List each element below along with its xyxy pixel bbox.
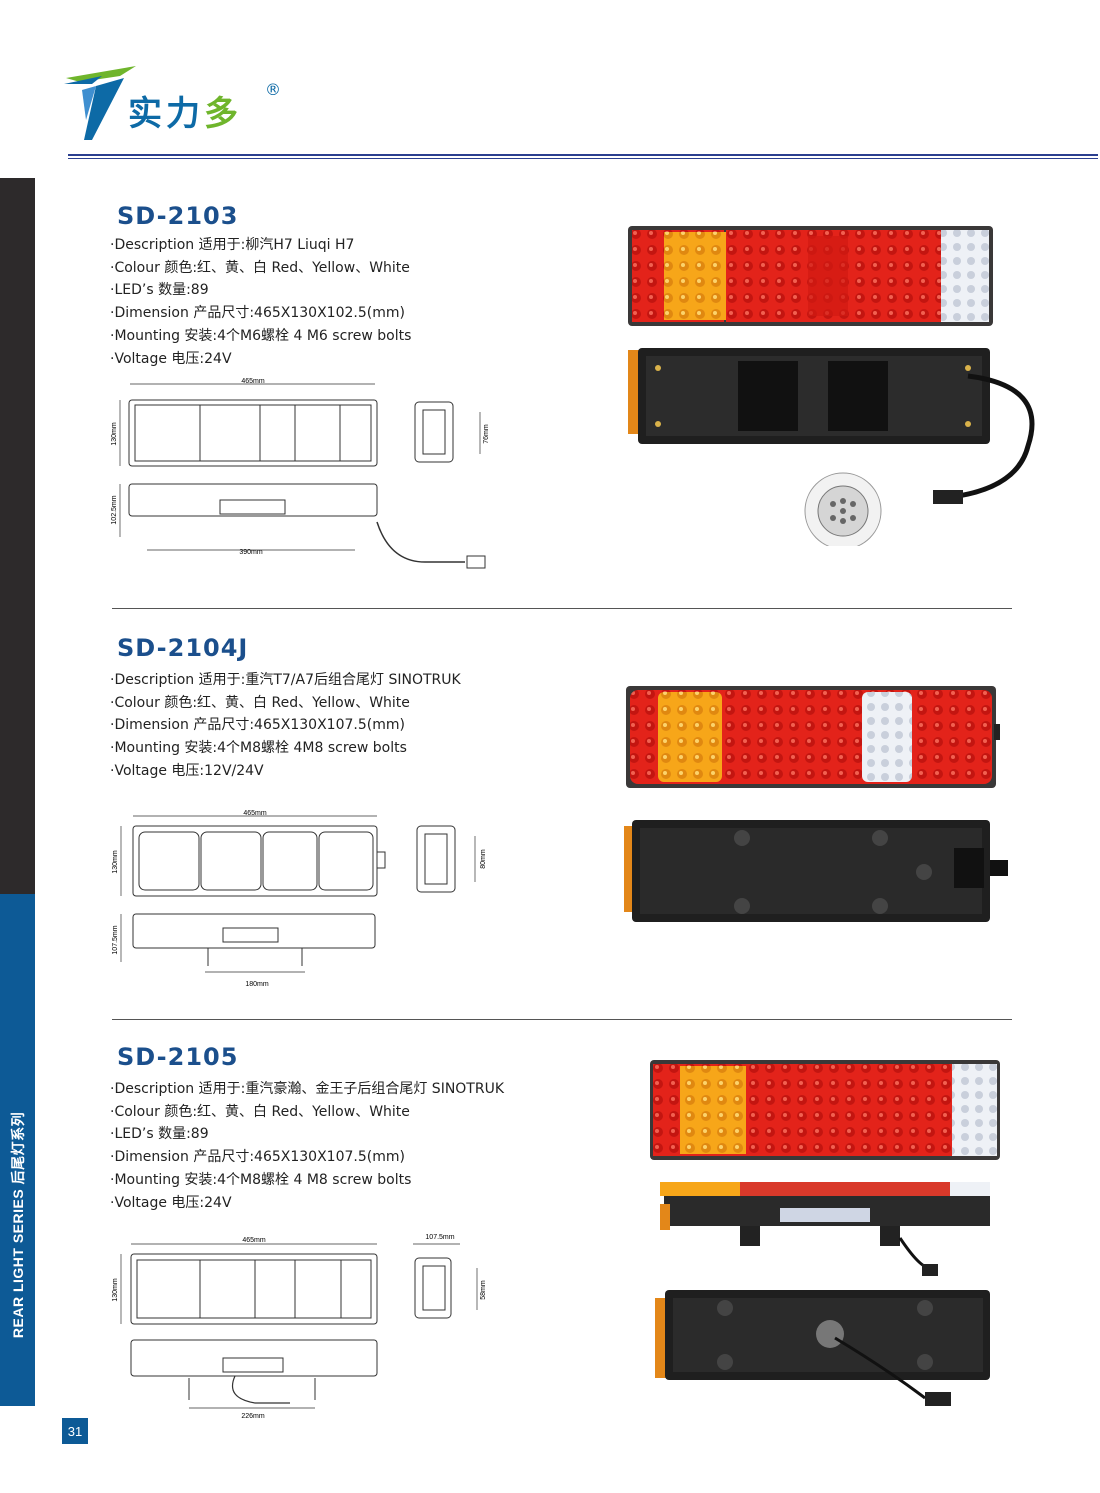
dim-side: 80mm: [480, 849, 487, 869]
product-photo-back: [655, 1290, 990, 1406]
section-divider: [112, 1019, 1012, 1020]
dim-depth: 102.5mm: [111, 495, 118, 524]
header-rule-thin: [68, 158, 1098, 159]
sidebar-blue-band: [0, 894, 35, 1406]
sidebar-series-label: REAR LIGHT SERIES 后尾灯系列: [10, 1111, 26, 1339]
product-photo-side: [660, 1182, 990, 1276]
spec-voltage: ·Voltage 电压:12V/24V: [110, 762, 264, 779]
logo-mark: [64, 66, 136, 140]
spec-led-count: ·LED’s 数量:89: [110, 282, 209, 299]
technical-drawing: 465mm 107.5mm 130mm 58mm 226mm: [112, 1234, 487, 1420]
dim-bolt: 226mm: [241, 1413, 265, 1420]
dim-side: 58mm: [480, 1280, 487, 1300]
product-photo-back: [628, 348, 1035, 546]
dim-side: 76mm: [483, 424, 490, 444]
spec-led-count: ·LED’s 数量:89: [110, 1126, 209, 1143]
spec-description: ·Description 适用于:柳汽H7 Liuqi H7: [110, 237, 355, 253]
registered-mark: ®: [265, 80, 281, 99]
spec-dimension: ·Dimension 产品尺寸:465X130X107.5(mm): [110, 1149, 405, 1166]
spec-mounting: ·Mounting 安装:4个M6螺栓 4 M6 screw bolts: [110, 327, 412, 344]
spec-mounting: ·Mounting 安装:4个M8螺栓 4 M8 screw bolts: [110, 1171, 412, 1188]
spec-colour: ·Colour 颜色:红、黄、白 Red、Yellow、White: [110, 259, 410, 276]
spec-colour: ·Colour 颜色:红、黄、白 Red、Yellow、White: [110, 694, 410, 711]
brand-name-part2: 多: [204, 94, 242, 134]
spec-voltage: ·Voltage 电压:24V: [110, 1194, 232, 1211]
spec-colour: ·Colour 颜色:红、黄、白 Red、Yellow、White: [110, 1103, 410, 1120]
technical-drawing: 465mm 130mm 76mm 102.5mm 390mm: [111, 378, 490, 569]
product-photo-back: [624, 820, 1008, 922]
product-photo-front: [626, 686, 1000, 788]
dim-length: 465mm: [241, 378, 265, 385]
dim-length: 465mm: [243, 810, 267, 817]
brand-name: 实力多: [128, 86, 242, 135]
product-photo-front: [650, 1060, 1000, 1160]
spec-list: ·Description 适用于:重汽豪瀚、金王子后组合尾灯 SINOTRUK …: [110, 1078, 504, 1214]
dim-height: 130mm: [112, 1278, 119, 1302]
spec-list: ·Description 适用于:柳汽H7 Liuqi H7 ·Colour 颜…: [110, 234, 411, 370]
dim-height: 130mm: [111, 422, 118, 446]
dim-height: 130mm: [112, 850, 119, 874]
dim-bolt: 390mm: [239, 549, 263, 556]
page-number: 31: [62, 1418, 88, 1444]
product-photo-front: [628, 226, 993, 326]
spec-voltage: ·Voltage 电压:24V: [110, 350, 232, 367]
spec-list: ·Description 适用于:重汽T7/A7后组合尾灯 SINOTRUK ·…: [110, 669, 461, 783]
spec-dimension: ·Dimension 产品尺寸:465X130X102.5(mm): [110, 305, 405, 322]
dim-length: 465mm: [242, 1237, 266, 1244]
brand-name-part1: 实力: [128, 94, 204, 134]
sidebar-dark-band: [0, 178, 35, 894]
section-divider: [112, 608, 1012, 609]
spec-dimension: ·Dimension 产品尺寸:465X130X107.5(mm): [110, 717, 405, 734]
product-model-title: SD-2104J: [117, 634, 249, 662]
dim-bolt: 180mm: [245, 981, 269, 988]
product-model-title: SD-2105: [117, 1043, 239, 1071]
header-rule: [68, 154, 1098, 156]
spec-mounting: ·Mounting 安装:4个M8螺栓 4M8 screw bolts: [110, 740, 407, 757]
spec-description: ·Description 适用于:重汽豪瀚、金王子后组合尾灯 SINOTRUK: [110, 1081, 505, 1097]
spec-description: ·Description 适用于:重汽T7/A7后组合尾灯 SINOTRUK: [110, 672, 461, 688]
product-model-title: SD-2103: [117, 202, 239, 230]
technical-drawing: 465mm 130mm 80mm 107.5mm 180mm: [112, 810, 487, 988]
dim-side-top: 107.5mm: [425, 1234, 454, 1241]
dim-depth: 107.5mm: [112, 925, 119, 954]
